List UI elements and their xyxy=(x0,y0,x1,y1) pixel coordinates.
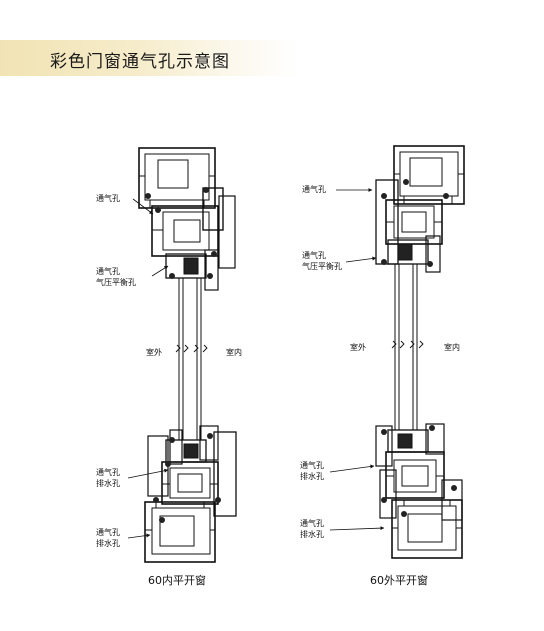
left-caption: 60内平开窗 xyxy=(148,573,206,587)
right-outdoor-label: 室外 xyxy=(350,342,366,352)
left-glass xyxy=(175,278,208,440)
right-label-arrows xyxy=(329,188,385,531)
page-title: 彩色门窗通气孔示意图 xyxy=(50,52,230,72)
left-drain-mid-label: 排水孔 xyxy=(96,478,120,488)
left-outdoor-label: 室外 xyxy=(146,347,162,357)
right-bottom-frame xyxy=(379,469,463,559)
left-vent-mid-label: 通气孔 xyxy=(96,467,120,477)
right-vent-mid-label: 通气孔 xyxy=(300,460,324,470)
right-pressure-hole-label: 气压平衡孔 xyxy=(302,261,342,271)
left-bottom-sash xyxy=(161,425,219,505)
right-labels: 通气孔 通气孔 气压平衡孔 室外 室内 通气孔 排水孔 通气孔 排水孔 60外平… xyxy=(300,184,460,587)
right-drain-mid-label: 排水孔 xyxy=(300,471,324,481)
right-caption: 60外平开窗 xyxy=(370,573,428,587)
left-bottom-frame xyxy=(144,431,237,563)
right-glass xyxy=(391,264,424,430)
left-vent-label: 通气孔 xyxy=(96,266,120,276)
left-drain-bottom-label: 排水孔 xyxy=(96,538,120,548)
left-indoor-label: 室内 xyxy=(226,347,242,357)
left-vent-bottom-label: 通气孔 xyxy=(96,527,120,537)
inward-window-section xyxy=(138,147,237,563)
left-labels: 通气孔 通气孔 气压平衡孔 室外 室内 通气孔 排水孔 通气孔 排水孔 60内平… xyxy=(96,193,242,587)
left-top-sash xyxy=(151,205,219,291)
left-label-arrows xyxy=(127,198,169,539)
right-vent-bottom-label: 通气孔 xyxy=(300,518,324,528)
left-gaskets xyxy=(145,187,221,523)
right-gaskets xyxy=(381,179,457,517)
right-vent-label: 通气孔 xyxy=(302,250,326,260)
right-top-sash xyxy=(385,199,443,273)
left-vent-top-label: 通气孔 xyxy=(96,193,120,203)
right-drain-bottom-label: 排水孔 xyxy=(300,529,324,539)
right-vent-top-label: 通气孔 xyxy=(302,184,326,194)
right-top-frame xyxy=(375,145,465,265)
left-pressure-hole-label: 气压平衡孔 xyxy=(96,277,136,287)
right-bottom-sash xyxy=(375,423,445,499)
outward-window-section xyxy=(375,145,465,559)
right-indoor-label: 室内 xyxy=(444,342,460,352)
title-banner: 彩色门窗通气孔示意图 xyxy=(0,40,300,76)
